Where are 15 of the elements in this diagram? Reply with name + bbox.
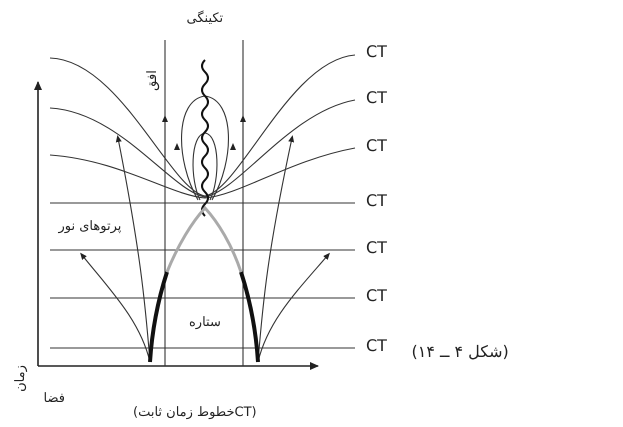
- light-rays-label: پرتوهای نور: [58, 220, 122, 232]
- star-label: ستاره: [189, 316, 221, 328]
- constant-time-line-label: CT: [366, 338, 387, 354]
- constant-time-line-label: CT: [366, 288, 387, 304]
- horizon-label: افق: [145, 70, 158, 90]
- constant-time-line-label: CT: [366, 138, 387, 154]
- constant-time-line-label: CT: [366, 90, 387, 106]
- figure-caption: (شکل ۴ ــ ۱۴): [412, 344, 509, 360]
- legend-note: (CTخطوط زمان ثابت): [133, 406, 257, 418]
- constant-time-line-label: CT: [366, 44, 387, 60]
- time-axis-label: زمان: [13, 364, 26, 392]
- space-axis-label: فضا: [44, 392, 65, 404]
- constant-time-line-label: CT: [366, 240, 387, 256]
- singularity-label: تکینگی: [186, 12, 224, 24]
- constant-time-line-label: CT: [366, 193, 387, 209]
